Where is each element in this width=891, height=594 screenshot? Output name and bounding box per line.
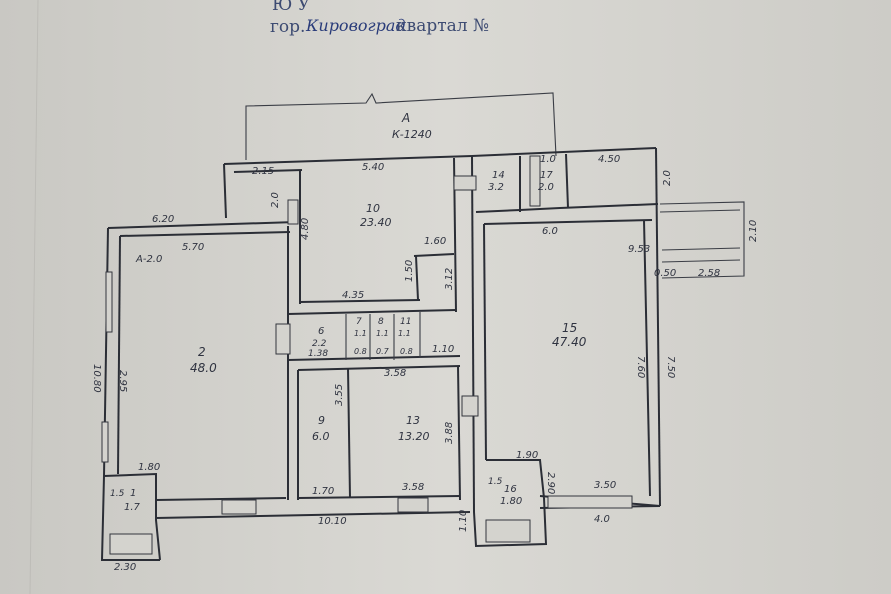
room-number: 13 — [406, 414, 420, 427]
room-area: 13.20 — [398, 430, 430, 443]
dim-label: 9.53 — [628, 244, 650, 255]
room-area: 1.1 — [398, 329, 411, 338]
room-number: 11 — [400, 317, 411, 327]
openings — [101, 155, 633, 555]
room-16: 16 1.80 — [500, 484, 522, 507]
room-area: 23.40 — [360, 216, 392, 229]
room-number: 9 — [318, 414, 325, 427]
dim-label: 3.88 — [444, 422, 455, 444]
room-area: 3.2 — [488, 182, 504, 193]
dim-label: 5.70 — [182, 242, 204, 253]
dim-label: 4.35 — [342, 290, 364, 301]
dim-label: 2.30 — [114, 562, 136, 573]
dim-label: 2.0 — [270, 192, 281, 208]
room-10: 10 23.40 — [360, 202, 392, 229]
header-city-prefix: гор. — [270, 17, 305, 37]
dim-label: 4.50 — [598, 154, 620, 165]
dim-label: 0.7 — [376, 347, 390, 356]
room-14: 14 3.2 — [488, 170, 505, 193]
building-walls — [100, 147, 745, 561]
dim-label: 0.8 — [400, 347, 413, 356]
room-2: 2 48.0 — [190, 345, 217, 375]
dim-label: 2.10 — [748, 220, 759, 242]
room-17: 17 2.0 — [538, 170, 554, 193]
dim-label: 1.5 — [488, 477, 503, 487]
dim-label: 0.50 — [654, 268, 676, 279]
dim-label: А-2.0 — [135, 254, 162, 265]
dim-label: 1.10 — [432, 344, 454, 355]
dim-label: 3.55 — [334, 384, 345, 406]
dim-label: 3.12 — [444, 268, 455, 290]
room-area: 1.7 — [124, 502, 141, 513]
room-number: 8 — [378, 317, 384, 327]
dim-label: 4.0 — [594, 514, 610, 525]
room-number: 14 — [492, 170, 505, 181]
room-number: 2 — [198, 345, 206, 359]
room-labels: 2 48.0 10 23.40 15 47.40 9 6.0 13 13.20 … — [124, 170, 587, 513]
dim-label: 3.58 — [402, 482, 424, 493]
room-1: 1 1.7 — [124, 488, 141, 513]
dim-label: 3.58 — [384, 368, 406, 379]
paper-fold — [29, 0, 39, 594]
dim-label: 6.20 — [152, 214, 174, 225]
room-6: 6 2.2 — [312, 326, 327, 349]
room-11: 11 1.1 — [398, 317, 411, 338]
header-line-1: Ю У — [272, 0, 311, 15]
dim-label: 2.15 — [252, 166, 274, 177]
dim-label: 1.38 — [308, 349, 328, 359]
room-area: 2.2 — [312, 339, 327, 349]
room-area: 1.1 — [354, 329, 367, 338]
dim-label: 1.0 — [540, 154, 556, 165]
dim-label: 1.60 — [424, 236, 446, 247]
dim-label: 10.10 — [318, 516, 347, 527]
dim-label: 2.58 — [698, 268, 720, 279]
dim-label: 6.0 — [542, 226, 558, 237]
room-area: 47.40 — [552, 335, 587, 349]
room-number: 17 — [540, 170, 553, 181]
dim-label: 5.40 — [362, 162, 384, 173]
dim-label: 2.90 — [545, 472, 556, 494]
room-8: 8 1.1 — [376, 317, 389, 338]
room-number: 10 — [366, 202, 380, 215]
dim-label: 1.10 — [458, 510, 469, 532]
room-15: 15 47.40 — [552, 321, 587, 349]
dim-label: 4.80 — [300, 218, 311, 240]
dim-label: 0.8 — [354, 347, 367, 356]
room-area: 6.0 — [312, 430, 330, 443]
dim-label: 1.90 — [516, 450, 538, 461]
dim-label: 1.80 — [138, 462, 160, 473]
dim-label: 2.0 — [662, 170, 673, 186]
annex-code: А — [401, 111, 410, 125]
dim-label: 1.70 — [312, 486, 334, 497]
dim-label: 7.60 — [635, 356, 646, 378]
header-stamp: Ю У гор. Кировоград квартал № — [270, 0, 489, 37]
room-area: 1.1 — [376, 329, 389, 338]
dimension-labels: 6.20 5.70 А-2.0 2.15 5.40 1.0 4.50 2.0 2… — [91, 154, 759, 573]
room-number: 6 — [318, 326, 324, 337]
annex-a: А К-1240 — [245, 92, 557, 160]
dim-label: 3.50 — [594, 480, 616, 491]
dim-label: 7.50 — [665, 356, 676, 378]
room-7: 7 1.1 — [354, 317, 367, 338]
room-area: 2.0 — [538, 182, 554, 193]
header-block-label: квартал № — [396, 16, 489, 36]
room-number: 16 — [504, 484, 517, 495]
dim-label: 1.5 — [110, 489, 125, 499]
dim-label: 2.95 — [117, 370, 128, 392]
room-number: 1 — [130, 488, 136, 499]
annex-area: К-1240 — [392, 128, 432, 141]
dim-label: 1.50 — [404, 260, 415, 282]
header-city-name: Кировоград — [305, 16, 406, 35]
dim-label: 10.80 — [91, 364, 102, 393]
room-number: 15 — [562, 321, 577, 335]
room-9: 9 6.0 — [312, 414, 330, 443]
room-area: 1.80 — [500, 496, 522, 507]
room-13: 13 13.20 — [398, 414, 430, 443]
room-area: 48.0 — [190, 361, 217, 375]
room-number: 7 — [356, 317, 362, 327]
